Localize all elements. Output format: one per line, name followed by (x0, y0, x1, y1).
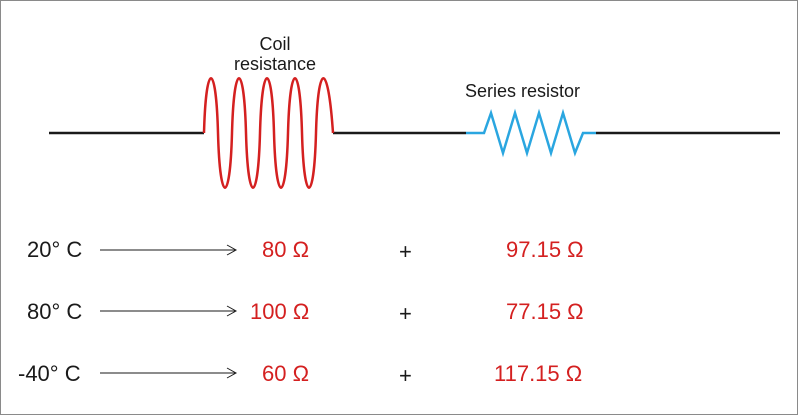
arrow-row-3 (100, 367, 238, 379)
coil-resistance-label: Coil resistance (210, 34, 340, 74)
row-3-coil-value: 60 Ω (262, 361, 310, 386)
row-2-temperature: 80° C (27, 299, 83, 324)
row-3-series-value: 117.15 Ω (494, 361, 583, 386)
arrow-row-1 (100, 244, 238, 256)
series-resistor-icon (466, 108, 596, 158)
row-3-plus: + (399, 363, 412, 388)
coil-label-line1: Coil (259, 34, 291, 54)
row-1-coil-value: 80 Ω (262, 237, 310, 262)
row-2-series-value: 77.15 Ω (506, 299, 584, 324)
arrow-row-2 (100, 305, 238, 317)
coil-resistance-icon (202, 77, 335, 189)
row-2-coil-value: 100 Ω (250, 299, 310, 324)
coil-label-line2: resistance (233, 54, 317, 74)
row-1-temperature: 20° C (27, 237, 83, 262)
row-1-plus: + (399, 239, 412, 264)
series-resistor-label: Series resistor (465, 81, 581, 101)
row-3-temperature: -40° C (18, 361, 81, 386)
row-2-plus: + (399, 301, 412, 326)
row-1-series-value: 97.15 Ω (506, 237, 584, 262)
